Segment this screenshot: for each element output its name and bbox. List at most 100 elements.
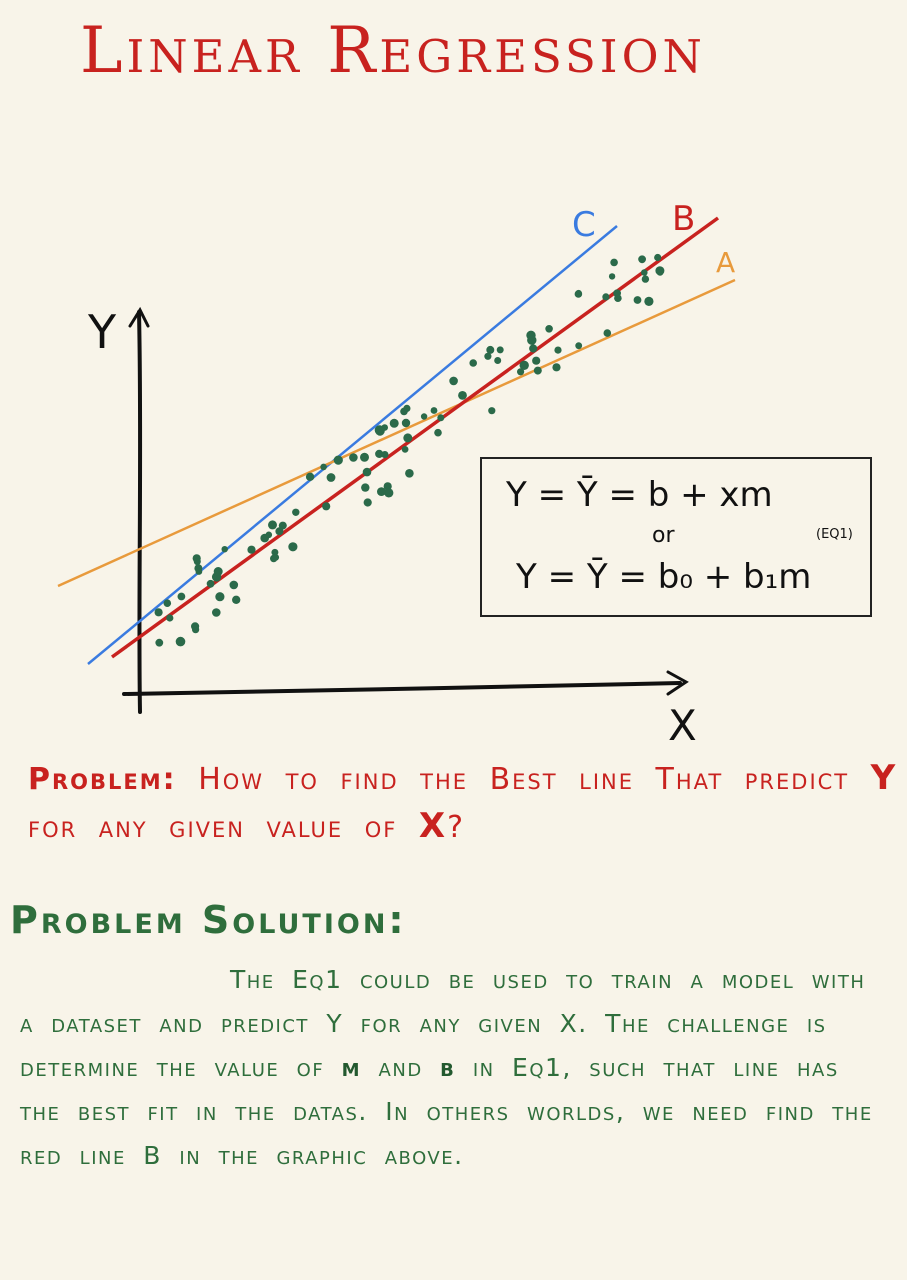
data-points <box>154 253 665 647</box>
data-point <box>360 452 369 462</box>
data-point <box>232 595 241 604</box>
equation-tag: (EQ1) <box>816 527 853 542</box>
solution-title: Problem Solution: <box>10 898 407 942</box>
data-point <box>166 614 174 622</box>
data-point <box>154 608 163 617</box>
data-point <box>527 335 537 345</box>
equation-2: Y = Ȳ = b₀ + b₁m <box>516 557 812 597</box>
problem-end: ? <box>447 810 466 845</box>
x-axis-label: X <box>668 701 697 750</box>
data-point <box>469 359 478 367</box>
y-axis <box>137 310 143 714</box>
problem-text-2: for any given value of <box>28 810 398 845</box>
data-point <box>247 545 256 554</box>
data-point <box>641 275 650 283</box>
data-point <box>363 498 372 507</box>
problem-label: Problem: <box>28 762 177 797</box>
solution-paragraph-2b: and <box>378 1053 423 1082</box>
problem-statement: Problem: How to find the Best line That … <box>28 755 898 851</box>
data-point <box>430 407 438 414</box>
data-point <box>377 487 386 496</box>
y-axis-arrowhead <box>128 306 150 328</box>
data-point <box>195 568 203 575</box>
line-a-label: A <box>716 246 735 279</box>
data-point <box>305 472 315 481</box>
data-point <box>449 376 458 386</box>
data-point <box>384 488 394 498</box>
data-point <box>494 357 502 364</box>
data-point <box>221 546 228 553</box>
problem-x: X <box>418 806 448 846</box>
solution-paragraph-1: The Eq1 could be used to train a model w… <box>20 965 866 1038</box>
data-point <box>401 446 409 453</box>
data-point <box>552 363 561 372</box>
data-point <box>400 407 408 416</box>
data-point <box>484 352 492 360</box>
data-point <box>602 293 610 301</box>
data-point <box>519 360 529 370</box>
solution-m: m <box>341 1053 362 1082</box>
data-point <box>206 579 215 588</box>
data-point <box>193 558 201 566</box>
solution-b: b <box>440 1053 456 1082</box>
data-point <box>656 268 664 276</box>
data-point <box>401 418 411 428</box>
line-c-label: C <box>572 205 596 245</box>
data-point <box>383 482 392 491</box>
data-point <box>265 531 273 539</box>
data-point <box>288 542 298 552</box>
data-point <box>486 345 495 354</box>
equation-box: Y = Ȳ = b + xm or (EQ1) Y = Ȳ = b₀ + b₁m <box>480 457 872 617</box>
solution-text: The Eq1 could be used to train a model w… <box>20 958 890 1178</box>
data-point <box>403 433 413 443</box>
data-point <box>177 592 186 601</box>
data-point <box>326 473 336 482</box>
data-point <box>437 414 445 422</box>
data-point <box>213 567 223 576</box>
data-point <box>532 356 541 365</box>
data-point <box>496 346 504 354</box>
data-point <box>333 455 343 465</box>
data-point <box>215 592 225 602</box>
data-point <box>654 253 662 262</box>
data-point <box>603 329 612 337</box>
data-point <box>633 296 642 304</box>
page-title: Linear Regression <box>80 14 706 88</box>
data-point <box>614 294 622 303</box>
data-point <box>192 626 200 634</box>
line-c <box>87 225 618 665</box>
data-point <box>292 508 300 516</box>
data-point <box>175 636 186 647</box>
data-point <box>405 469 414 478</box>
solution-paragraph-2c: in Eq1, such that line has the best fit … <box>20 1053 873 1170</box>
data-point <box>529 344 538 353</box>
line-b-label: B <box>672 199 695 239</box>
data-point <box>268 520 277 530</box>
data-point <box>533 366 542 375</box>
problem-text-1: How to find the Best line That predict <box>198 762 850 797</box>
data-point <box>320 463 327 471</box>
data-point <box>270 554 278 563</box>
line-a <box>57 278 736 588</box>
x-axis <box>122 681 682 696</box>
data-point <box>641 269 648 276</box>
data-point <box>638 255 646 264</box>
data-point <box>389 418 399 428</box>
data-point <box>322 502 331 511</box>
data-point <box>608 273 616 280</box>
data-point <box>488 407 496 415</box>
data-point <box>644 296 654 306</box>
data-point <box>554 346 562 354</box>
x-axis-arrowhead <box>666 670 689 696</box>
data-point <box>420 413 428 420</box>
data-point <box>349 453 358 462</box>
data-point <box>374 425 385 435</box>
data-point <box>362 467 372 477</box>
data-point <box>229 580 239 590</box>
data-point <box>361 483 370 492</box>
data-point <box>575 342 583 350</box>
data-point <box>434 428 442 437</box>
equation-1: Y = Ȳ = b + xm <box>506 475 773 515</box>
y-axis-label: Y <box>87 305 117 359</box>
